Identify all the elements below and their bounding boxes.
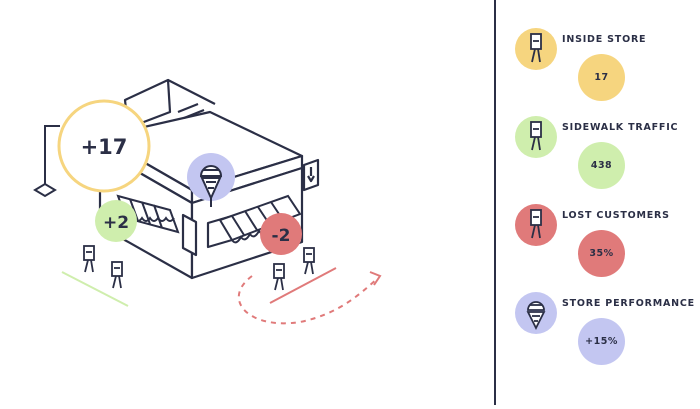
metric-value: 35% (578, 230, 625, 277)
metric-value: +15% (578, 318, 625, 365)
lost-customers-badge: -2 (260, 213, 302, 255)
street-lamp (33, 125, 60, 198)
store-illustration: +17 +2 -2 (33, 78, 382, 325)
metric-value: 438 (578, 142, 625, 189)
metric-label: STORE PERFORMANCE (562, 298, 695, 309)
pedestrian-icon (111, 261, 123, 289)
panel-divider (494, 0, 496, 405)
pedestrian-icon (530, 121, 542, 151)
svg-text:+2: +2 (103, 213, 129, 233)
svg-text:-2: -2 (272, 226, 291, 246)
pedestrian-icon (83, 245, 95, 273)
awning-right (218, 194, 302, 244)
store-performance-pin (187, 153, 235, 207)
metric-label: INSIDE STORE (562, 34, 647, 45)
metric-icon-circle (515, 116, 557, 158)
ice-cream-icon (526, 301, 546, 331)
ice-cream-icon (199, 165, 223, 207)
pedestrian-icon (273, 263, 285, 291)
metric-label: SIDEWALK TRAFFIC (562, 122, 679, 133)
sidewalk-line-green (61, 271, 129, 307)
metric-icon-circle (515, 204, 557, 246)
sidewalk-traffic-badge: +2 (95, 200, 137, 242)
svg-text:+17: +17 (81, 135, 128, 159)
metric-inside-store: INSIDE STORE 17 (515, 28, 700, 110)
arrow-head-icon (369, 271, 382, 286)
pedestrian-icon (303, 247, 315, 275)
pedestrian-icon (530, 33, 542, 63)
metric-lost-customers: LOST CUSTOMERS 35% (515, 204, 700, 286)
metric-icon-circle (515, 28, 557, 70)
metric-store-performance: STORE PERFORMANCE +15% (515, 292, 700, 374)
pedestrian-icon (530, 209, 542, 239)
sidewalk-line-red (269, 267, 337, 304)
metric-icon-circle (515, 292, 557, 334)
metric-sidewalk-traffic: SIDEWALK TRAFFIC 438 (515, 116, 700, 198)
metric-label: LOST CUSTOMERS (562, 210, 670, 221)
metric-value: 17 (578, 54, 625, 101)
inside-store-badge: +17 (57, 99, 151, 193)
